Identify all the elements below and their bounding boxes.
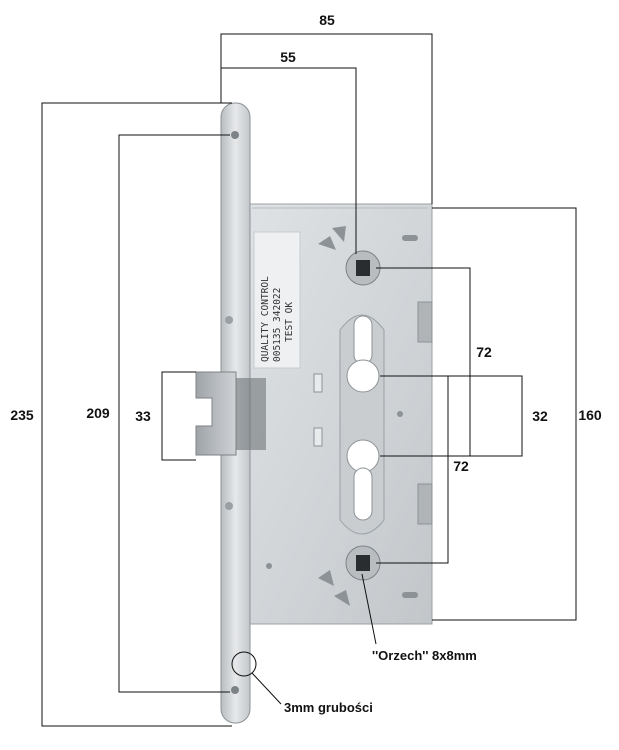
dim-spindle-cylinder-lower-label: 72 — [453, 458, 469, 474]
dim-cylinder-gap: 32 — [380, 375, 548, 457]
screw-hole — [225, 316, 233, 324]
cylinder-cutout — [339, 314, 385, 535]
cam-blade — [318, 236, 336, 250]
stamp-line-1: QUALITY CONTROL — [260, 276, 271, 362]
cam-blade — [318, 570, 334, 586]
dim-height-total: 235 — [10, 102, 232, 727]
dim-backset-label: 55 — [280, 49, 296, 65]
cam-blade — [332, 226, 346, 242]
rivet — [397, 411, 403, 417]
rivet — [266, 563, 272, 569]
dim-height-total-label: 235 — [10, 407, 34, 423]
thickness-callout-circle — [231, 651, 257, 677]
case-slot — [402, 235, 418, 241]
dim-spindle-cylinder-upper-label: 72 — [476, 344, 492, 360]
dim-cylinder-gap-label: 32 — [532, 408, 548, 424]
dim-case-height-label: 160 — [578, 407, 602, 423]
quality-sticker — [253, 231, 301, 369]
side-clip — [417, 483, 433, 525]
stamp-line-3: TEST OK — [284, 302, 295, 342]
lower-spindle-hub — [345, 545, 381, 581]
thickness-leader — [251, 672, 282, 705]
dim-width-total-label: 85 — [319, 12, 335, 28]
screw-hole — [231, 686, 239, 694]
screw-hole — [225, 502, 233, 510]
dim-backset: 55 — [220, 49, 357, 254]
stamp-line-2: 005135 342022 — [272, 288, 283, 362]
case-slot — [313, 373, 323, 393]
dim-case-height: 160 — [432, 207, 602, 621]
dim-spindle-cylinder-upper: 72 — [376, 267, 492, 457]
upper-spindle-hub — [345, 250, 381, 286]
screw-hole — [231, 131, 239, 139]
side-clip — [417, 301, 433, 343]
thickness-note: 3mm grubości — [284, 700, 373, 715]
latch-bolt — [195, 371, 266, 456]
dim-width-total: 85 — [220, 12, 433, 204]
spindle-note: ''Orzech'' 8x8mm — [372, 648, 477, 663]
cam-blade — [334, 590, 350, 606]
dim-latch-height: 33 — [135, 371, 196, 461]
dim-faceplate-inner: 209 — [86, 134, 230, 693]
dim-spindle-cylinder-lower: 72 — [376, 375, 469, 564]
lock-case: QUALITY CONTROL 005135 342022 TEST OK — [247, 203, 433, 625]
dim-latch-height-label: 33 — [135, 408, 151, 424]
dim-faceplate-inner-label: 209 — [86, 405, 110, 421]
case-slot — [313, 427, 323, 447]
case-slot — [402, 592, 418, 598]
spindle-leader — [361, 573, 377, 645]
